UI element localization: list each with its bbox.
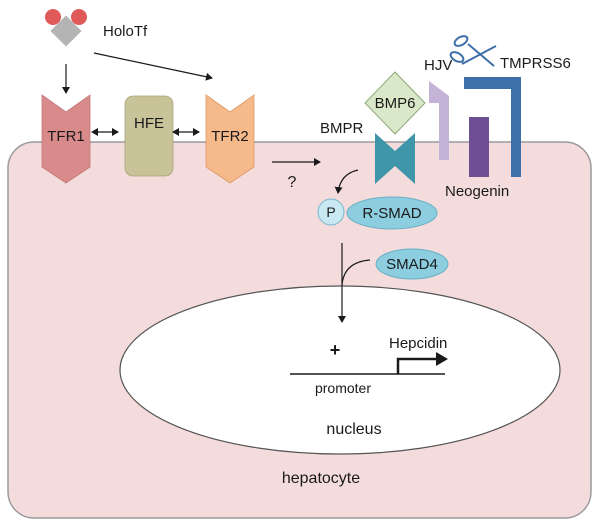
hfe-label: HFE [134, 115, 164, 132]
smad4-protein [375, 248, 449, 280]
holotf-label: HoloTf [103, 23, 148, 40]
transcription-arrowhead [436, 352, 448, 366]
promoter-label: promoter [315, 380, 371, 396]
phospho-circle [317, 198, 345, 226]
phospho-label: P [326, 204, 335, 220]
transcription-start-arrow [396, 357, 440, 374]
tfr2-label: TFR2 [211, 128, 249, 145]
hepcidin-label: Hepcidin [389, 335, 447, 352]
plus-sign: + [330, 340, 341, 360]
nucleus [119, 285, 561, 455]
tmprss6-protein [464, 77, 521, 177]
nucleus-label: nucleus [326, 421, 381, 438]
holotf-to-tfr2-arrow [93, 52, 213, 81]
hjv-protein [429, 81, 449, 160]
tfr1-label: TFR1 [47, 128, 85, 145]
bmpr-label: BMPR [320, 120, 364, 137]
rsmad-protein [346, 196, 438, 230]
rsmad-label: R-SMAD [362, 205, 421, 222]
hjv-label: HJV [424, 57, 452, 74]
neogenin-protein [469, 117, 489, 177]
tmprss6-label: TMPRSS6 [500, 55, 571, 72]
bmpr-to-smad-arrow [334, 169, 359, 194]
smad4-label: SMAD4 [386, 256, 438, 273]
tfr1-receptor [41, 94, 91, 184]
tfr2-receptor [205, 94, 255, 184]
question-mark: ? [288, 174, 297, 191]
bmp6-label: BMP6 [375, 95, 416, 112]
bmp6-ligand [364, 71, 426, 135]
hfe-protein [124, 95, 174, 177]
scissors-icon [449, 35, 497, 67]
hepatocyte-label: hepatocyte [282, 470, 360, 487]
holotransferrin-icon [45, 9, 87, 47]
neogenin-label: Neogenin [445, 183, 509, 200]
bmpr-receptor [375, 133, 415, 184]
